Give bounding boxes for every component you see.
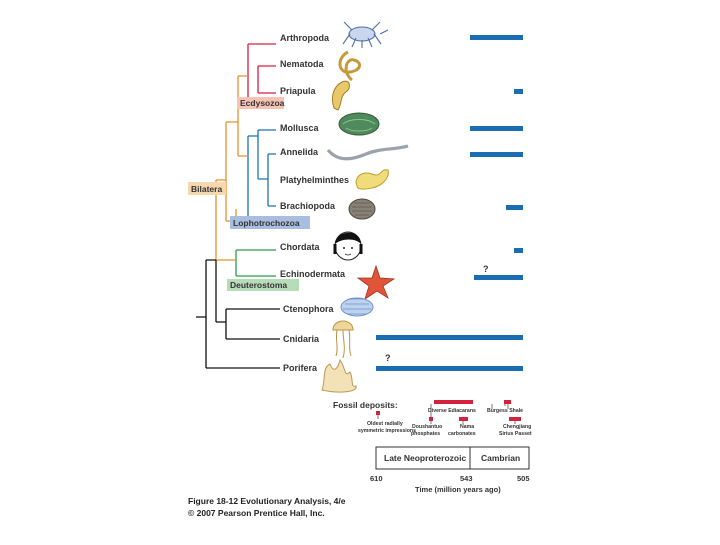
fossil-bar-chengjiang bbox=[509, 417, 521, 421]
taxon-label-mollusca: Mollusca bbox=[280, 123, 320, 133]
fossil-bar-burgess-shale bbox=[504, 400, 511, 404]
range-bar-priapula bbox=[514, 89, 523, 94]
period-cambrian: Cambrian bbox=[481, 453, 520, 463]
lophotrochozoa-label: Lophotrochozoa bbox=[233, 218, 300, 228]
deuterostoma-branches bbox=[236, 250, 276, 276]
range-bar-porifera bbox=[376, 366, 523, 371]
fossil-bar-diverse-ediacarans bbox=[434, 400, 473, 404]
fossil-label-diverse-ediacarans: Diverse Ediacarans bbox=[428, 408, 476, 414]
fossil-bar-doushantuo bbox=[429, 417, 433, 421]
uncertain-mark-echinodermata: ? bbox=[483, 264, 489, 274]
taxon-label-nematoda: Nematoda bbox=[280, 59, 325, 69]
copyright-line: © 2007 Pearson Prentice Hall, Inc. bbox=[188, 508, 325, 518]
fossil-bar-nama bbox=[459, 417, 468, 421]
time-axis-label: Time (million years ago) bbox=[415, 485, 501, 494]
tick-label-543: 543 bbox=[460, 474, 473, 483]
taxon-label-priapula: Priapula bbox=[280, 86, 317, 96]
mollusc-icon bbox=[339, 113, 379, 135]
fossil-label-symmetric-impressions: symmetric impressions bbox=[358, 428, 416, 434]
fossil-label-nama: Nama bbox=[460, 424, 474, 430]
lophotrochozoa-branches bbox=[248, 130, 276, 222]
taxon-label-ctenophora: Ctenophora bbox=[283, 304, 334, 314]
fossil-label-carbonates: carbonates bbox=[448, 431, 476, 437]
brachiopod-icon bbox=[349, 199, 375, 219]
jellyfish-icon bbox=[333, 321, 353, 358]
deuterostoma-label: Deuterostoma bbox=[230, 280, 287, 290]
taxon-label-chordata: Chordata bbox=[280, 242, 320, 252]
fossil-label-sirius-passet: Sirius Passet bbox=[499, 431, 532, 437]
starfish-icon bbox=[358, 266, 394, 299]
fossil-bar-oldest-radially bbox=[376, 411, 380, 415]
range-bar-chordata bbox=[514, 248, 523, 253]
fossil-label-chengjiang: Chengjiang bbox=[503, 424, 531, 430]
annelid-icon bbox=[328, 146, 408, 159]
fossil-label-phosphates: phosphates bbox=[411, 431, 440, 437]
taxon-label-brachiopoda: Brachiopoda bbox=[280, 201, 336, 211]
fossil-label-oldest-radially: Oldest radially bbox=[367, 421, 403, 427]
range-bar-mollusca bbox=[470, 126, 523, 131]
uncertain-mark-porifera: ? bbox=[385, 353, 391, 363]
ecdysozoa-label: Ecdysozoa bbox=[240, 98, 285, 108]
range-bar-annelida bbox=[470, 152, 523, 157]
taxon-label-annelida: Annelida bbox=[280, 147, 319, 157]
flatworm-icon bbox=[356, 170, 388, 189]
nematode-icon bbox=[340, 52, 360, 80]
range-bar-echinodermata bbox=[474, 275, 523, 280]
range-bar-cnidaria bbox=[376, 335, 523, 340]
comb-jelly-icon bbox=[341, 298, 373, 316]
fossil-label-doushantuo: Doushantuo bbox=[412, 424, 442, 430]
arthropod-icon bbox=[343, 22, 388, 48]
fossil-label-burgess-shale: Burgess Shale bbox=[487, 408, 523, 414]
range-bar-arthropoda bbox=[470, 35, 523, 40]
figure-caption: Figure 18-12 Evolutionary Analysis, 4/e bbox=[188, 496, 346, 506]
taxon-label-porifera: Porifera bbox=[283, 363, 318, 373]
taxon-label-platyhelminthes: Platyhelminthes bbox=[280, 175, 349, 185]
human-face-icon bbox=[335, 232, 361, 260]
tick-label-610: 610 bbox=[370, 474, 383, 483]
sponge-icon bbox=[322, 360, 356, 392]
range-bars bbox=[376, 35, 523, 371]
fossil-deposits-title: Fossil deposits: bbox=[333, 400, 398, 410]
range-bar-brachiopoda bbox=[506, 205, 523, 210]
tick-label-505: 505 bbox=[517, 474, 530, 483]
taxon-label-echinodermata: Echinodermata bbox=[280, 269, 346, 279]
period-late-neoproterozoic: Late Neoproterozoic bbox=[384, 453, 466, 463]
taxon-label-cnidaria: Cnidaria bbox=[283, 334, 320, 344]
bilatera-label: Bilatera bbox=[191, 184, 222, 194]
priapulid-icon bbox=[332, 81, 349, 110]
taxon-label-arthropoda: Arthropoda bbox=[280, 33, 330, 43]
